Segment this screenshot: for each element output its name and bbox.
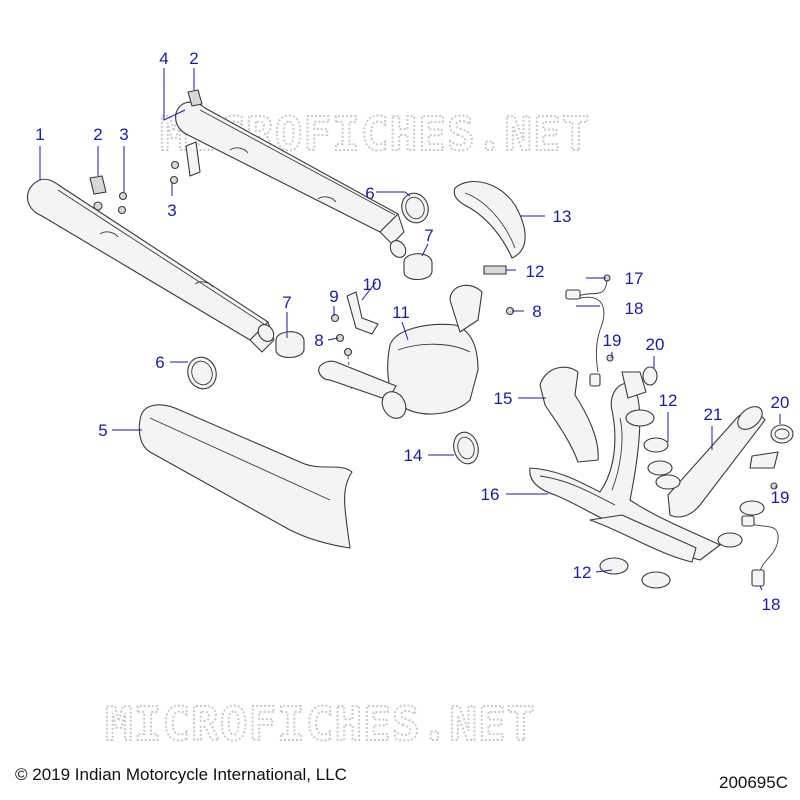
callout-3-lower: 3 [119, 125, 128, 144]
callout-labels: 1 2 3 2 4 3 6 7 13 12 17 9 10 8 18 8 11 … [35, 49, 789, 614]
bolts-lower [117, 191, 128, 215]
callout-8-right: 8 [532, 302, 541, 321]
callout-2-upper: 2 [189, 49, 198, 68]
muffler-lower [26, 178, 275, 353]
copyright-text: © 2019 Indian Motorcycle International, … [15, 765, 347, 784]
gaskets-20 [642, 366, 794, 444]
gasket-ring [453, 431, 479, 465]
callout-11: 11 [392, 303, 410, 322]
callout-14: 14 [404, 446, 423, 465]
bracket [346, 291, 379, 335]
bolt-9 [330, 313, 340, 323]
callout-13: 13 [553, 207, 572, 226]
callout-19-upper: 19 [603, 331, 622, 350]
front-header-pipe [539, 366, 599, 463]
header-y-pipe [529, 382, 721, 563]
callout-16: 16 [481, 485, 500, 504]
exhaust-flanges [621, 371, 779, 469]
callout-18-lower: 18 [762, 595, 781, 614]
o2-sensor-lower [741, 482, 779, 587]
callout-5: 5 [98, 421, 107, 440]
callout-15: 15 [494, 389, 513, 408]
callout-12-upper: 12 [526, 262, 545, 281]
watermark-bottom: MICROFICHES.NET [105, 697, 535, 751]
callout-6-upper: 6 [365, 184, 374, 203]
bolts-upper [169, 160, 180, 185]
callout-10: 10 [363, 275, 382, 294]
callout-3-upper: 3 [167, 201, 176, 220]
band-clamp-lower [275, 331, 305, 359]
clip-upper [483, 265, 507, 275]
callout-2-lower: 2 [93, 125, 102, 144]
clamp-ring-upper [401, 192, 429, 224]
mount-clamp-upper [187, 89, 203, 107]
callout-20-upper: 20 [646, 335, 665, 354]
band-clamp-upper [403, 253, 433, 281]
callout-8-left: 8 [314, 331, 323, 350]
callout-18-upper: 18 [625, 299, 644, 318]
callout-9: 9 [329, 287, 338, 306]
callout-21: 21 [704, 405, 723, 424]
leader-lines [39, 68, 781, 591]
catalyst-body [318, 284, 483, 419]
callout-7-upper: 7 [424, 226, 433, 245]
callout-4: 4 [159, 49, 168, 68]
callout-19-lower: 19 [771, 488, 790, 507]
diagram-id: 200695C [719, 773, 788, 792]
callout-12-lower: 12 [573, 563, 592, 582]
rear-header-pipe [667, 406, 766, 518]
heat-shield-upper [453, 180, 526, 259]
pipe-clamps-12 [599, 409, 765, 589]
muffler-upper [175, 101, 407, 258]
callout-17: 17 [625, 269, 644, 288]
o2-sensor-upper [565, 274, 614, 387]
callout-7-lower: 7 [282, 293, 291, 312]
heat-shield-lower [138, 404, 353, 549]
callout-20-lower: 20 [771, 393, 790, 412]
callout-1: 1 [35, 125, 44, 144]
mount-clamp-lower [89, 175, 107, 211]
callout-12-right: 12 [659, 391, 678, 410]
clamp-ring-lower [187, 356, 217, 390]
callout-6-lower: 6 [155, 353, 164, 372]
